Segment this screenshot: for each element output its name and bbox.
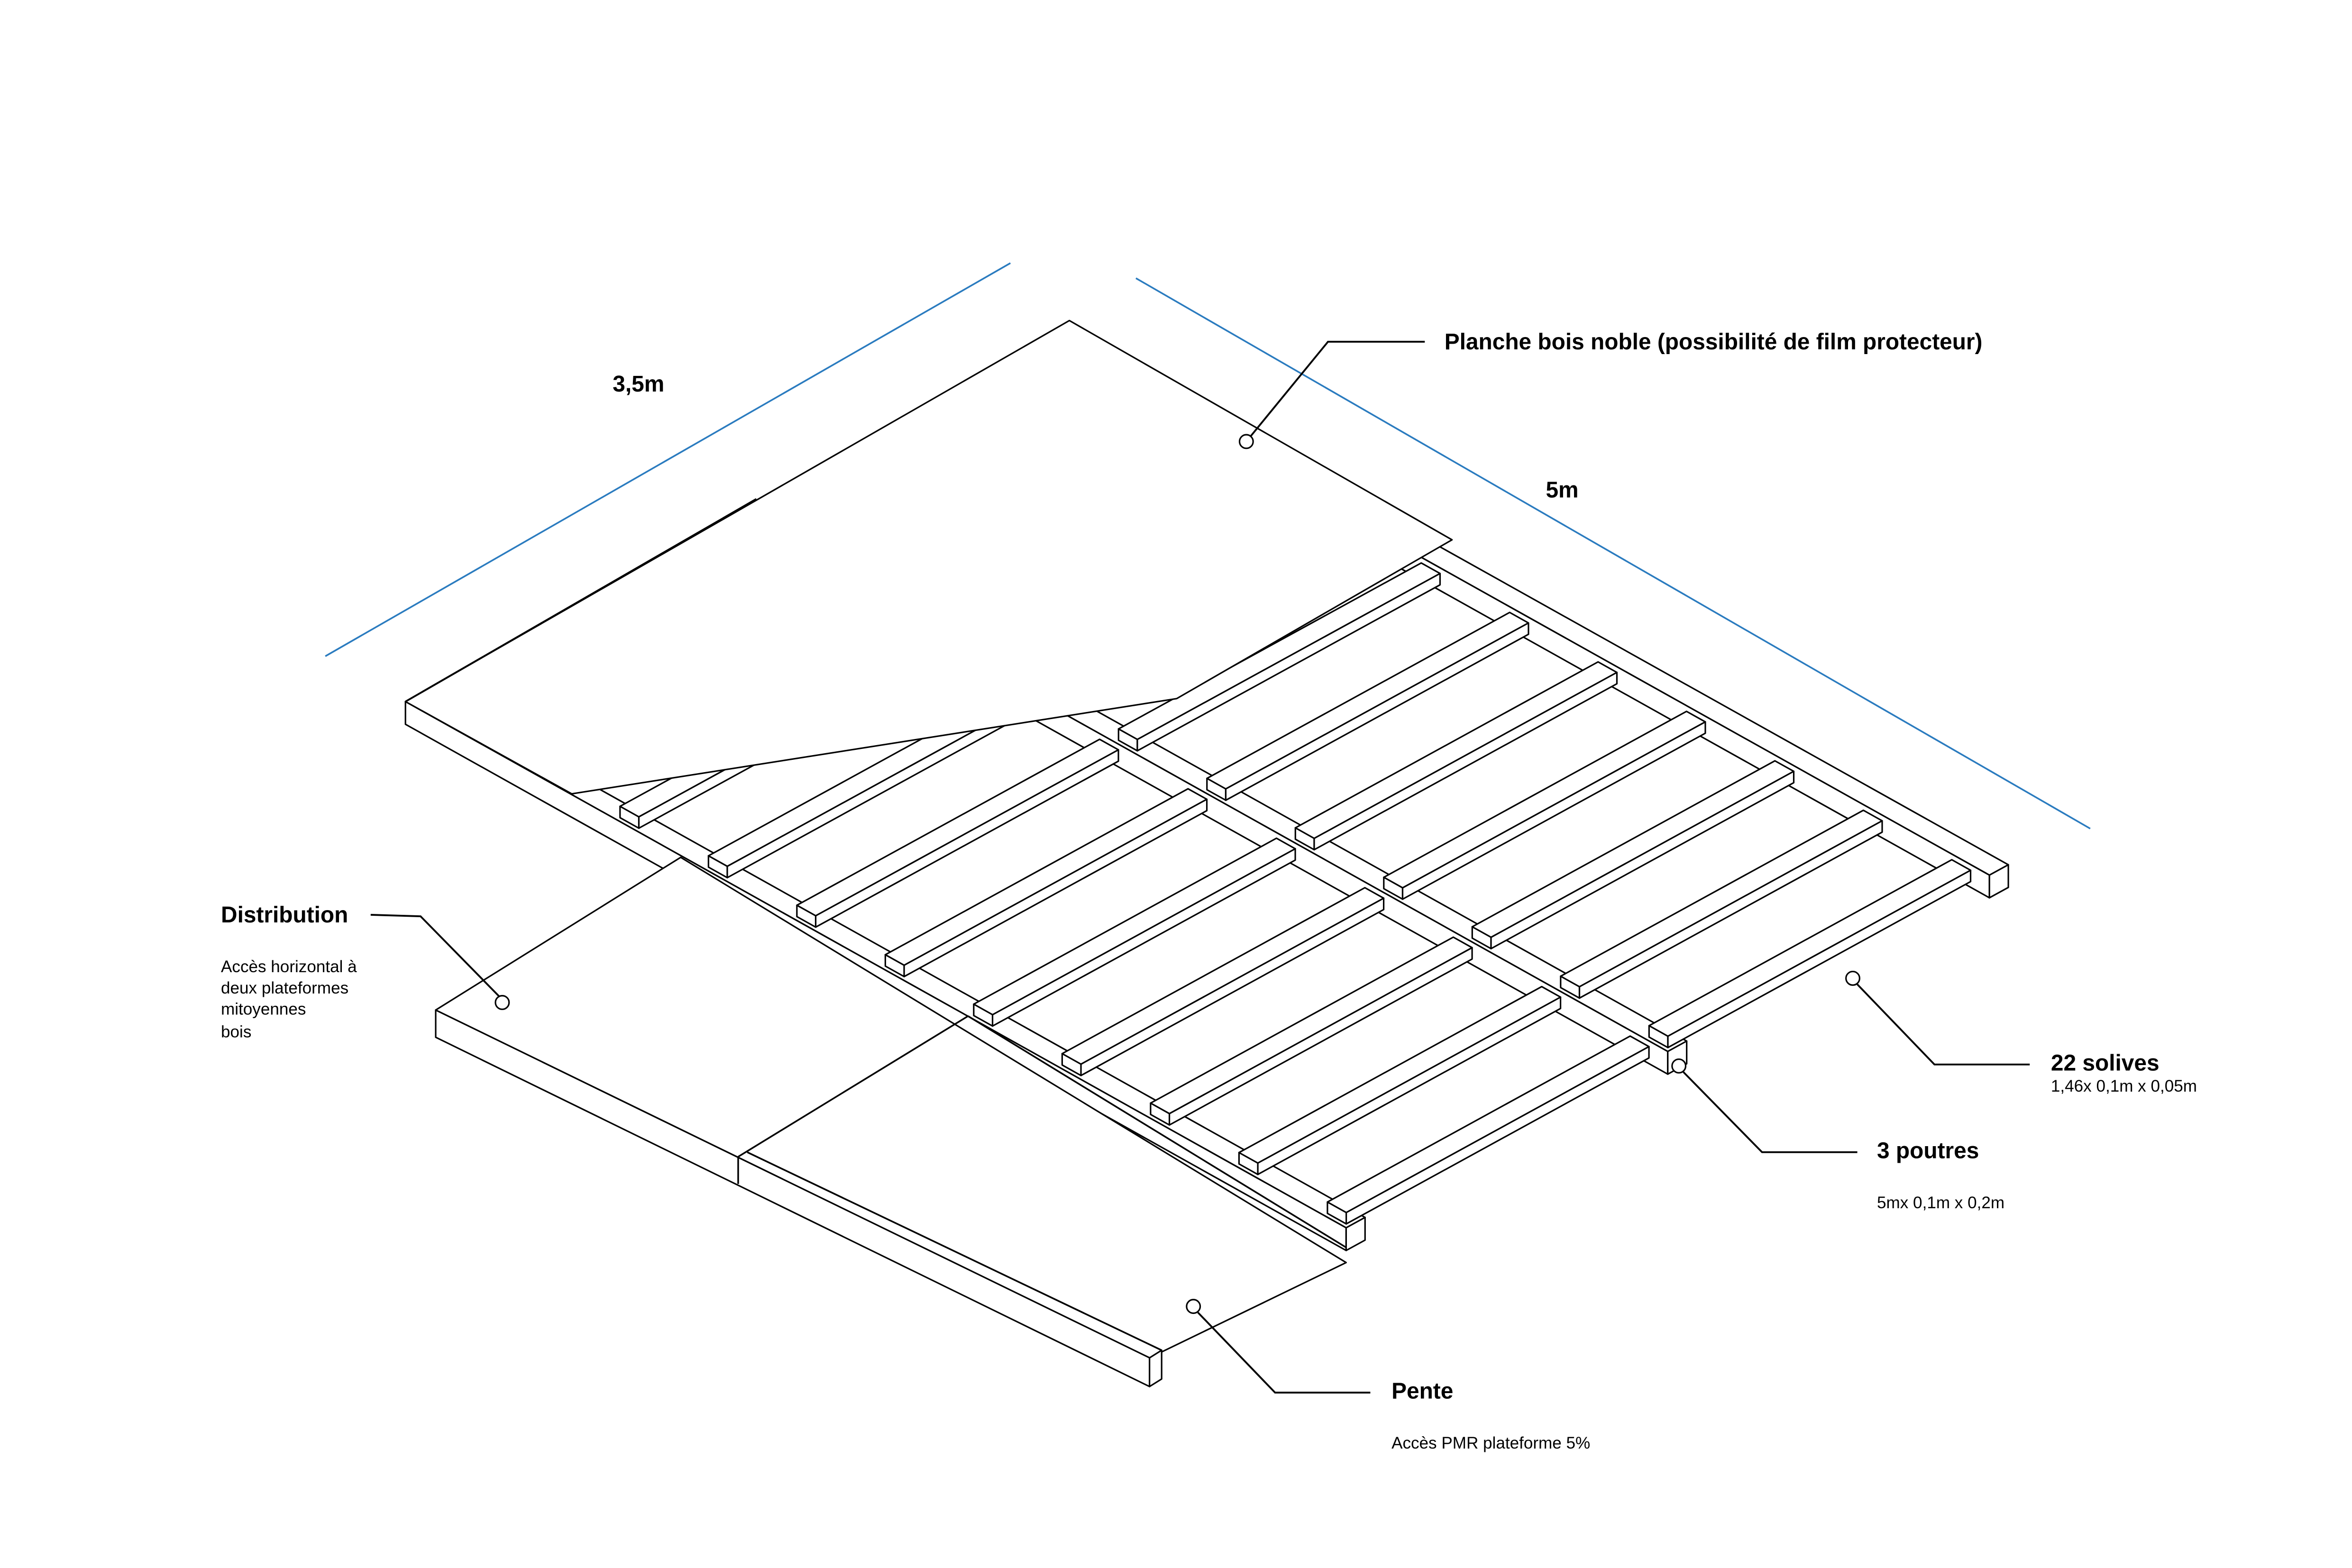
leader-line	[1683, 1071, 1858, 1153]
leader-line	[1857, 984, 2030, 1066]
callout-subtitle: 5mx 0,1m x 0,2m	[1877, 1194, 2004, 1212]
beam-end	[1345, 1216, 1366, 1251]
top-plank	[404, 319, 1453, 795]
callout-line: Accès horizontal à	[221, 957, 357, 976]
callout-pente: Pente Accès PMR plateforme 5%	[1186, 1299, 1590, 1452]
ramp-slope-edge	[967, 1015, 1347, 1249]
joist-top	[1294, 661, 1618, 839]
leader-marker	[1671, 1058, 1687, 1074]
callout-line: mitoyennes	[221, 1000, 306, 1018]
joist-end	[903, 798, 1208, 977]
ramp-lip	[747, 1151, 1162, 1351]
beam-end	[1988, 864, 2009, 899]
joist-end	[1667, 869, 1972, 1048]
joist-end	[1257, 996, 1562, 1176]
joist-end	[1136, 573, 1441, 752]
leader-line	[1197, 1312, 1371, 1394]
joist-top	[884, 788, 1208, 966]
callout-line: deux plateformes	[221, 979, 348, 997]
callout-title: 3 poutres	[1877, 1139, 1979, 1164]
joist-end	[1401, 721, 1706, 900]
callout-solives: 22 solives 1,46x 0,1m x 0,05m	[1845, 970, 2197, 1095]
joist-end	[1080, 897, 1385, 1076]
joist-top	[1560, 809, 1883, 988]
joist-end	[1578, 820, 1883, 999]
joist-end	[991, 848, 1296, 1027]
dimension-line-length	[1135, 277, 2091, 830]
callout-title: Pente	[1391, 1379, 1453, 1404]
dimension-width-label: 3,5m	[613, 372, 664, 397]
callout-subtitle: 1,46x 0,1m x 0,05m	[2051, 1077, 2197, 1095]
dimension-length-label: 5m	[1546, 478, 1578, 503]
joist-end	[1313, 671, 1618, 851]
joist-end	[1490, 770, 1795, 949]
joist-top	[1061, 887, 1385, 1065]
leader-marker	[1186, 1299, 1201, 1314]
callout-title: Planche bois noble (possibilité de film …	[1445, 329, 1983, 355]
ramp	[435, 857, 1347, 1387]
joist-end	[1345, 1046, 1650, 1225]
callout-title: Distribution	[221, 903, 348, 928]
joist-top	[1238, 985, 1562, 1164]
joist-top	[1648, 859, 1972, 1037]
dimension-line-width	[325, 262, 1011, 657]
joist-top	[1150, 936, 1473, 1115]
joist-end	[815, 749, 1119, 928]
ramp-side-face	[1149, 1349, 1162, 1387]
plank-edge	[405, 498, 757, 702]
joist-top	[1471, 760, 1795, 939]
callout-poutres: 3 poutres 5mx 0,1m x 0,2m	[1671, 1058, 2004, 1212]
callout-subtitle: Accès PMR plateforme 5%	[1391, 1434, 1590, 1452]
joist-top	[796, 738, 1119, 917]
joist-top	[1327, 1035, 1650, 1213]
leader-marker	[494, 995, 510, 1010]
callout-distribution: Distribution Accès horizontal à deux pla…	[221, 903, 510, 1041]
ramp-joint	[738, 1015, 969, 1158]
joist-top	[973, 837, 1296, 1016]
joist-end	[1168, 947, 1473, 1126]
leader-marker	[1238, 434, 1254, 449]
joist-end	[1225, 622, 1529, 801]
ramp-top	[435, 857, 1347, 1359]
leader-line	[1245, 341, 1425, 442]
joist-top	[1383, 711, 1706, 889]
callout-title: 22 solives	[2051, 1050, 2160, 1076]
callout-planche: Planche bois noble (possibilité de film …	[1238, 329, 1983, 449]
leader-line	[370, 914, 500, 997]
leader-marker	[1845, 970, 1860, 986]
callout-line: bois	[221, 1022, 251, 1041]
